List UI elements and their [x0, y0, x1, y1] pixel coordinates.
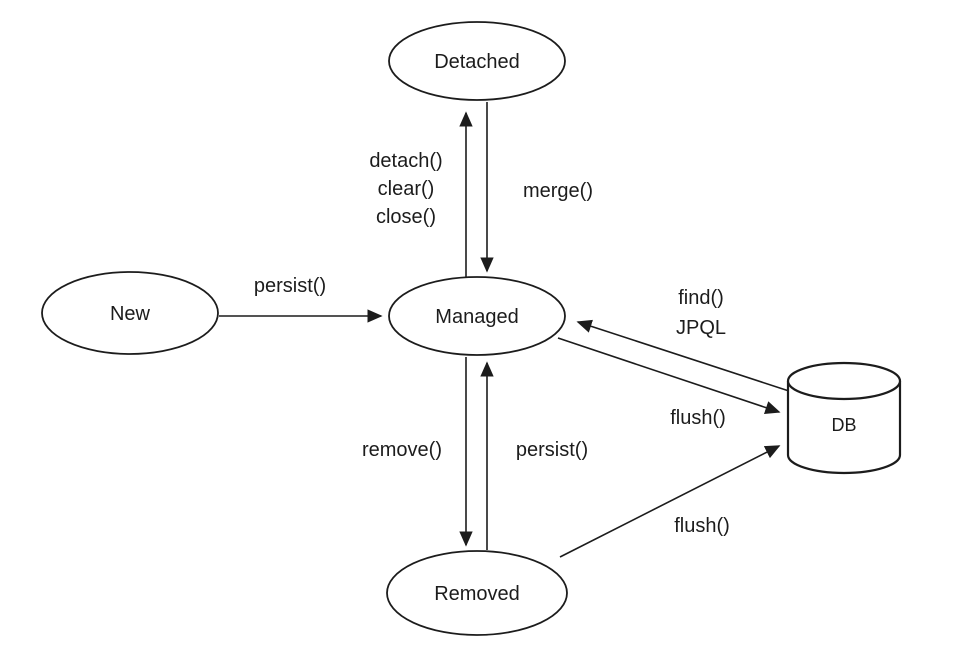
label-close: close()	[376, 206, 436, 228]
db-cylinder-body	[786, 381, 902, 475]
arrow-managed-to-db	[557, 337, 781, 415]
removed-ellipse	[386, 550, 568, 636]
arrow-db-to-managed	[576, 319, 790, 392]
removed-label: Removed	[434, 583, 520, 605]
label-clear: clear()	[378, 178, 435, 200]
arrow-removed-to-db	[559, 445, 781, 558]
label-flush-removed: flush()	[674, 515, 730, 537]
state-detached: Detached	[388, 21, 566, 101]
db-cylinder-top	[786, 361, 902, 401]
transition-arrows	[219, 102, 790, 558]
label-find: find()	[678, 287, 724, 309]
label-persist-new: persist()	[254, 275, 326, 297]
label-merge: merge()	[523, 180, 593, 202]
state-new: New	[41, 271, 219, 355]
managed-ellipse	[388, 276, 566, 356]
label-jpql: JPQL	[676, 317, 726, 339]
detached-label: Detached	[434, 51, 520, 73]
label-persist-removed: persist()	[516, 439, 588, 461]
database-cylinder-icon: DB	[786, 361, 902, 475]
managed-label: Managed	[435, 306, 518, 328]
new-ellipse	[41, 271, 219, 355]
label-flush-managed: flush()	[670, 407, 726, 429]
transition-labels: persist() detach() clear() close() merge…	[254, 150, 730, 537]
detached-ellipse	[388, 21, 566, 101]
state-removed: Removed	[386, 550, 568, 636]
label-remove: remove()	[362, 439, 442, 461]
state-managed: Managed	[388, 276, 566, 356]
db-label: DB	[831, 415, 856, 435]
new-label: New	[110, 303, 151, 325]
label-detach: detach()	[369, 150, 442, 172]
